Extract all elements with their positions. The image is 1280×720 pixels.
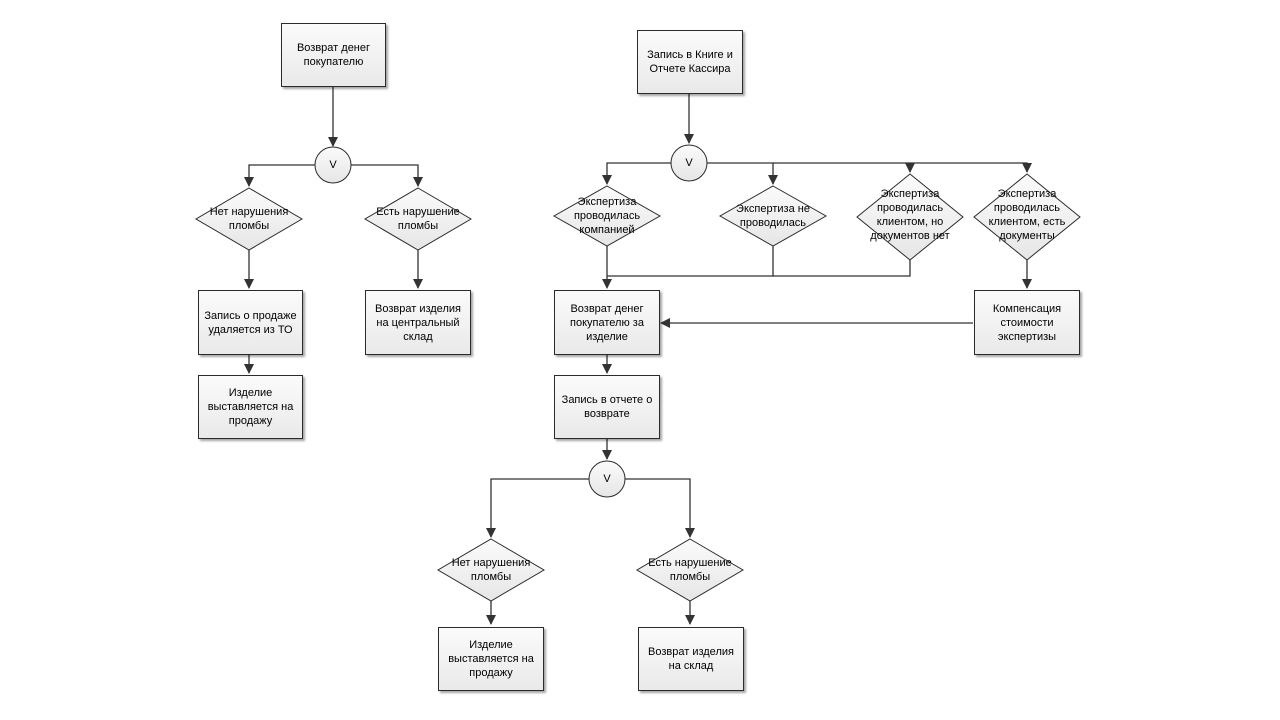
task-right-return-record: Запись в отчете о возврате [554, 375, 660, 439]
gateway-bottom [588, 460, 626, 498]
task-bottom-for-sale: Изделие выставляется на продажу [438, 627, 544, 691]
decision-client-docs-label: Экспертиза проводилась клиентом, есть до… [988, 188, 1066, 242]
decision-company [552, 185, 662, 247]
decision-bottom-no-violation-label: Нет нарушения пломбы [451, 557, 531, 583]
task-right-refund: Возврат денег покупателю за изделие [554, 290, 660, 355]
decision-not-done-label: Экспертиза не проводилась [736, 203, 810, 229]
arrow-gate2-to-violation [625, 478, 695, 538]
gateway-bottom-label: V [603, 473, 611, 485]
line-client-no-docs-merge [773, 260, 911, 277]
decision-left-no-violation [195, 187, 303, 251]
decision-bottom-violation [636, 538, 744, 602]
decision-bottom-violation-label: Есть нарушение пломбы [648, 557, 732, 583]
decision-bottom-no-violation [437, 538, 545, 602]
task-left-start: Возврат денег покупателю [281, 23, 386, 87]
arrow-gate-to-company [602, 162, 671, 185]
task-right-compensation: Компенсация стоимости экспертизы [974, 290, 1080, 355]
arrow-gate-to-client-no-docs [773, 162, 915, 173]
decision-left-violation-label: Есть нарушение пломбы [376, 206, 460, 232]
decision-client-docs [973, 173, 1081, 261]
decision-not-done [718, 185, 828, 247]
arrow-gate2-to-no-violation [486, 478, 589, 538]
gateway-right-label: V [685, 157, 693, 169]
decision-client-no-docs-label: Экспертиза проводилась клиентом, но доку… [870, 188, 950, 242]
gateway-left-label: V [329, 159, 337, 171]
arrow-gate-to-not-done [707, 162, 778, 185]
decision-left-no-violation-label: Нет нарушения пломбы [209, 206, 289, 232]
decision-company-label: Экспертиза проводилась компанией [573, 196, 641, 236]
arrow-gate-to-no-violation [244, 164, 315, 187]
task-bottom-return-stock: Возврат изделия на склад [638, 627, 744, 691]
gateway-right [670, 144, 708, 182]
task-left-sale-removed: Запись о продаже удаляется из ТО [198, 290, 303, 355]
line-not-done-merge [607, 246, 774, 277]
gateway-left [314, 146, 352, 184]
decision-client-no-docs [856, 173, 964, 261]
task-left-return-central: Возврат изделия на центральный склад [365, 290, 471, 355]
task-right-start: Запись в Книге и Отчете Кассира [637, 30, 743, 94]
decision-left-violation [364, 187, 472, 251]
arrow-gate-to-client-docs [910, 162, 1032, 173]
task-left-for-sale: Изделие выставляется на продажу [198, 375, 303, 439]
arrow-gate-to-violation [351, 164, 423, 187]
